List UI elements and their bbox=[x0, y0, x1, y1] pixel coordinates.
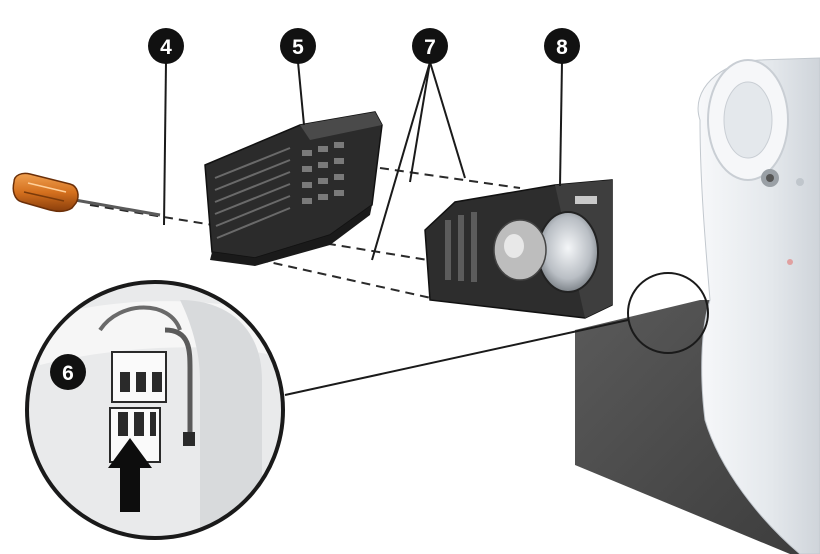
callout-7-label: 7 bbox=[424, 36, 436, 59]
leader-line-7a bbox=[371, 61, 431, 261]
projector-detail-dot bbox=[796, 178, 804, 186]
inset-border bbox=[25, 280, 285, 540]
lamp-cover-vents-right bbox=[302, 142, 344, 204]
callout-5-label: 5 bbox=[292, 36, 304, 59]
inset-wire-end bbox=[183, 432, 195, 446]
projector-indicator-dot bbox=[787, 259, 793, 265]
connector-location-circle bbox=[627, 272, 709, 354]
lamp-cover-vents-left bbox=[214, 147, 291, 239]
leader-line-4 bbox=[163, 61, 167, 226]
leader-lines bbox=[163, 61, 629, 396]
lamp-reflector bbox=[537, 211, 599, 293]
leader-line-5 bbox=[297, 61, 305, 126]
callout-4-label: 4 bbox=[160, 36, 172, 59]
connector-plug-pin-2 bbox=[136, 372, 146, 392]
projector-housing bbox=[575, 57, 820, 554]
screwdriver-handle-groove bbox=[23, 191, 65, 202]
inset-leader-line bbox=[284, 319, 629, 396]
connector-socket-slot-3 bbox=[150, 412, 156, 436]
screwdriver bbox=[12, 172, 161, 217]
inset-wire-2 bbox=[164, 327, 193, 440]
callout-5: 5 bbox=[280, 28, 316, 64]
callout-6: 6 bbox=[50, 354, 86, 390]
upper-alignment-line bbox=[379, 167, 521, 189]
leader-line-7c bbox=[429, 61, 466, 179]
lamp-module-clip bbox=[575, 196, 597, 204]
leader-line-8 bbox=[559, 61, 563, 187]
lamp-cover-body bbox=[204, 111, 383, 259]
screwdriver-handle-highlight bbox=[27, 182, 67, 193]
leader-line-7b bbox=[409, 61, 431, 183]
lamp-module bbox=[424, 179, 613, 319]
connector-plug-pin-1 bbox=[120, 372, 130, 392]
lamp-bulb-highlight bbox=[504, 234, 524, 258]
lamp-module-vents bbox=[445, 212, 477, 282]
callout-7: 7 bbox=[412, 28, 448, 64]
callout-4: 4 bbox=[148, 28, 184, 64]
inset-wire bbox=[98, 305, 182, 332]
connector-plug-pin-3 bbox=[152, 372, 162, 392]
connector-socket-slot-1 bbox=[118, 412, 128, 436]
connector-inset bbox=[25, 280, 285, 540]
screwdriver-handle bbox=[12, 172, 79, 213]
insert-direction-arrow bbox=[108, 438, 152, 512]
lamp-cover-top-edge bbox=[300, 112, 382, 140]
callout-8-label: 8 bbox=[556, 36, 568, 59]
connector-socket-slot-2 bbox=[134, 412, 144, 436]
callout-6-label: 6 bbox=[62, 362, 74, 385]
lamp-cover-bottom-edge bbox=[210, 205, 372, 266]
lamp-cover bbox=[204, 111, 383, 266]
projector-dial-inner bbox=[723, 81, 773, 159]
projector-screw-hole-center bbox=[766, 174, 774, 182]
screwdriver-shaft bbox=[74, 198, 161, 217]
callout-8: 8 bbox=[544, 28, 580, 64]
inset-housing-side bbox=[180, 300, 262, 538]
